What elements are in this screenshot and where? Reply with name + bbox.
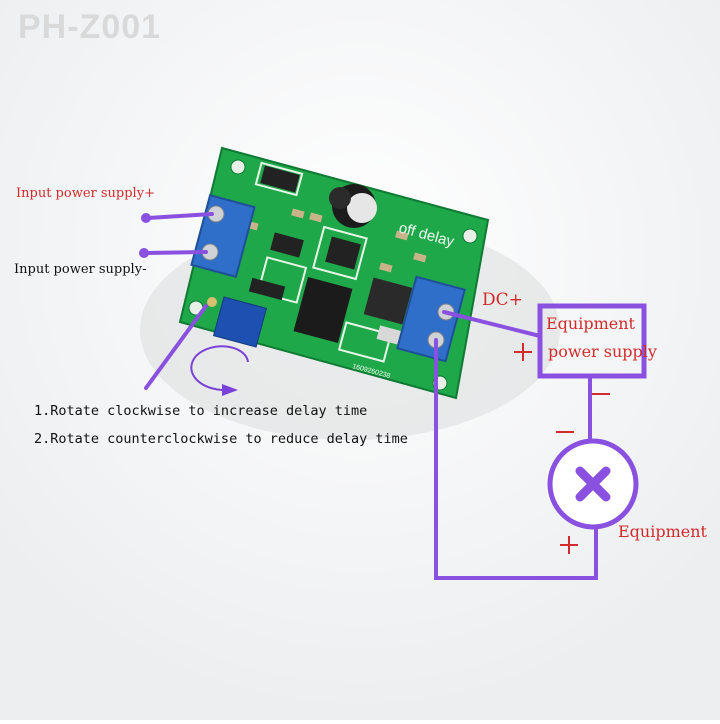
capacitor-top [347, 193, 377, 223]
smd-chip [248, 277, 286, 301]
mosfet-tab [376, 325, 402, 345]
ic-chip [293, 277, 353, 343]
mosfet [363, 277, 413, 325]
connection-dot-plus [141, 213, 151, 223]
mount-hole [230, 159, 246, 175]
annotation-wires [144, 212, 598, 580]
smd-regulator [325, 236, 361, 270]
power-supply-label-line1: Equipment [546, 314, 635, 333]
input-plus-label: Input power supply+ [16, 186, 155, 201]
power-supply-box [537, 303, 647, 379]
equipment-label: Equipment [618, 522, 707, 541]
watermark: PH-Z001 [18, 8, 162, 46]
rotate-arrowhead [222, 384, 238, 396]
instruction-step-2: 2.Rotate counterclockwise to reduce dela… [34, 431, 408, 447]
polarity-signs [514, 343, 610, 554]
instruction-step-1: 1.Rotate clockwise to increase delay tim… [34, 403, 368, 419]
smd-chip [260, 165, 300, 193]
rotate-arrow-icon [190, 345, 249, 391]
connection-dot-minus [139, 248, 149, 258]
delay-potentiometer [212, 296, 268, 348]
power-supply-label-line2: power supply [548, 342, 657, 361]
cross-icon [575, 466, 611, 502]
dc-plus-label: DC+ [482, 290, 523, 310]
smd-transistor [270, 232, 304, 258]
potentiometer-screw [207, 297, 217, 307]
output-terminal-block [396, 275, 466, 363]
mount-hole [462, 228, 478, 244]
input-minus-label: Input power supply- [14, 262, 147, 277]
